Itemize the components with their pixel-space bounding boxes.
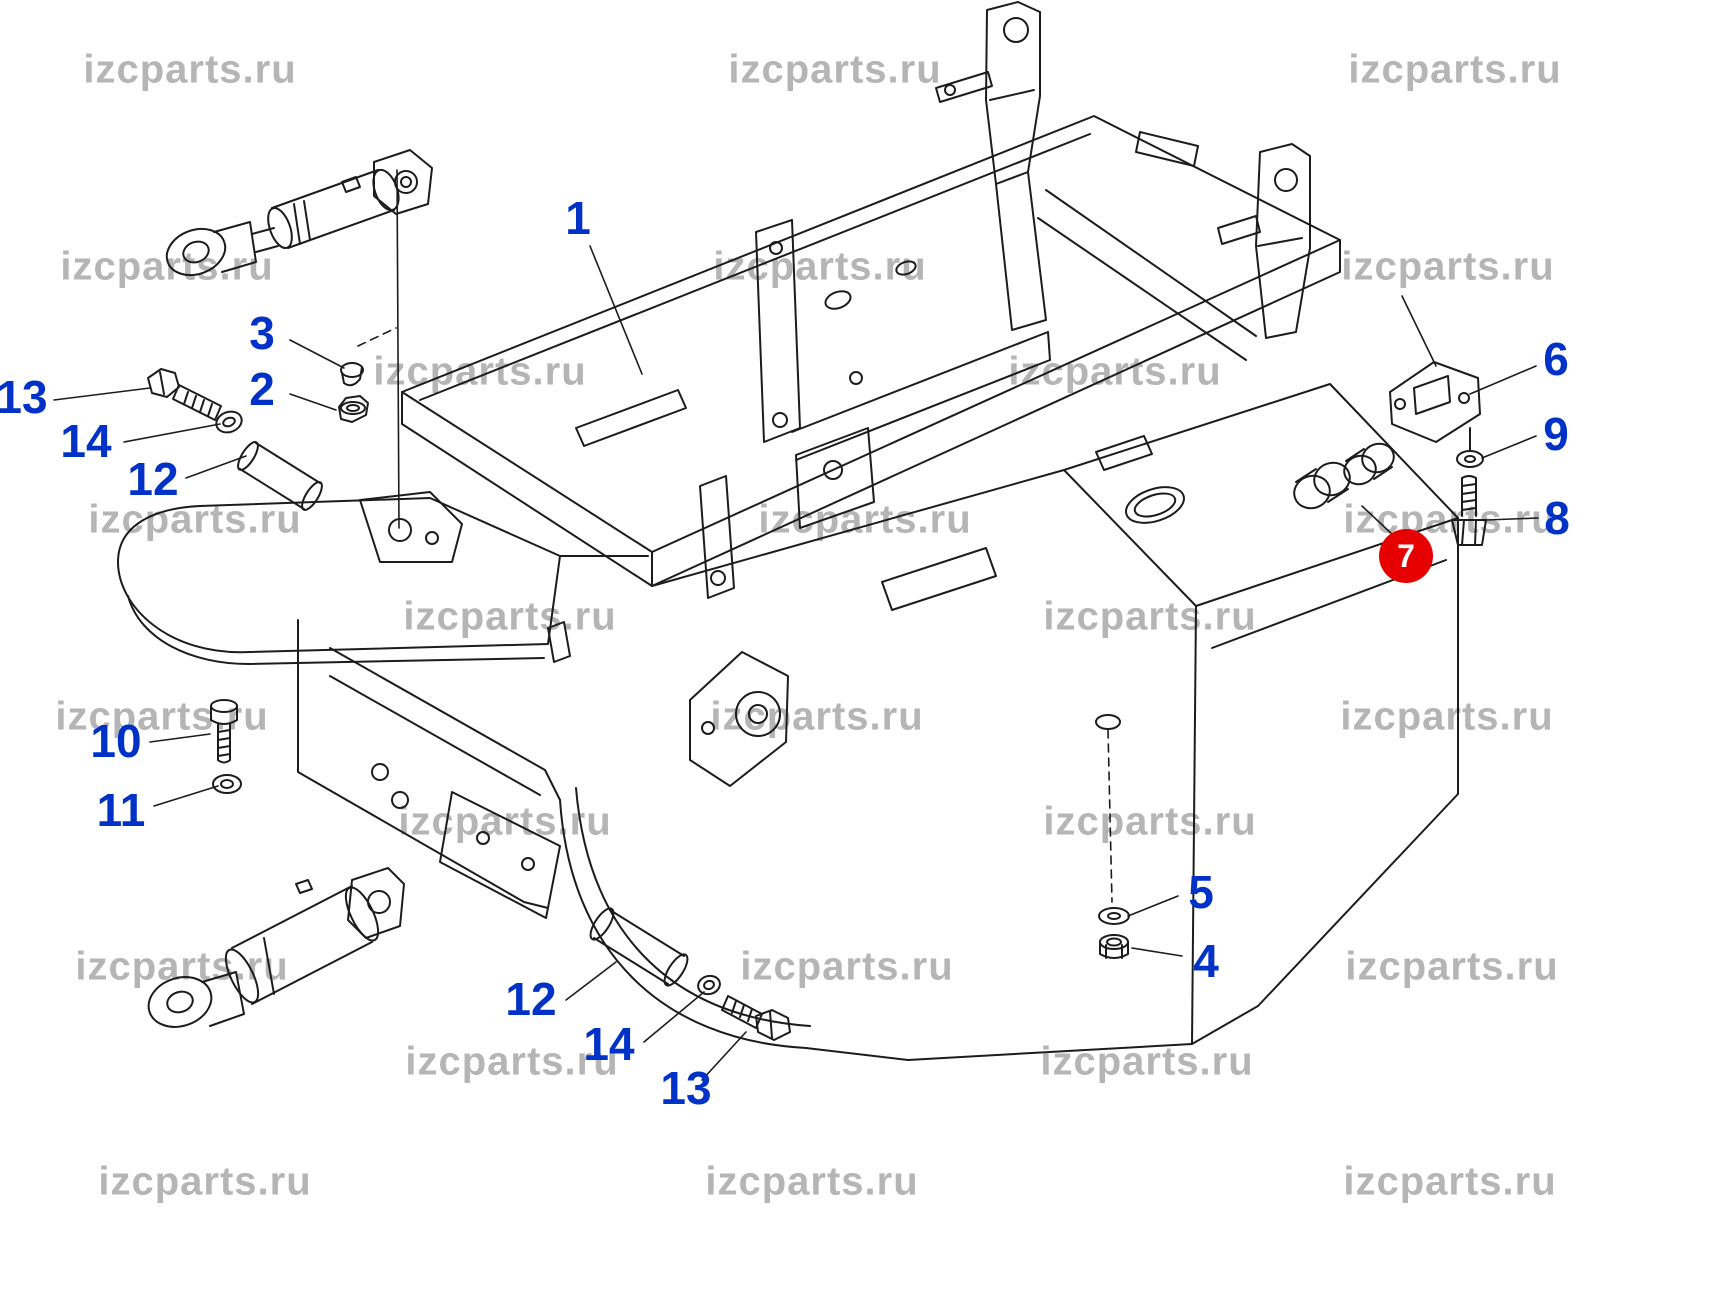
callout-10: 10	[90, 715, 142, 767]
hidden-lines	[357, 327, 1113, 903]
callout-3: 3	[249, 307, 275, 359]
washer-14-bottom	[697, 974, 721, 996]
highlighted-callout-7: 7	[1379, 529, 1433, 583]
washer-9	[1456, 450, 1484, 468]
callout-4: 4	[1193, 935, 1219, 987]
washer-5	[1098, 907, 1130, 925]
highlighted-callout-7-label: 7	[1397, 537, 1415, 574]
washer-14-top	[215, 410, 243, 434]
callout-12-bottom: 12	[505, 973, 557, 1025]
plug-3	[340, 362, 364, 387]
bolt-13-top	[147, 368, 222, 421]
callout-14-bottom: 14	[583, 1018, 635, 1070]
callout-13-top: 13	[0, 371, 48, 423]
washer-11	[212, 774, 242, 794]
watermark-text: izcparts.ru	[1343, 497, 1557, 542]
nut-2	[338, 395, 369, 423]
callout-13-bottom: 13	[660, 1062, 712, 1114]
bracket-6	[1389, 361, 1481, 451]
watermark-text: izcparts.ru	[1348, 47, 1562, 92]
watermark-text: izcparts.ru	[88, 497, 302, 542]
callout-8: 8	[1544, 492, 1570, 544]
watermark-text: izcparts.ru	[83, 47, 297, 92]
watermark-text: izcparts.ru	[713, 244, 927, 289]
hydraulic-cylinder-bottom	[147, 867, 405, 1028]
watermark-text: izcparts.ru	[705, 1159, 919, 1204]
watermark-text: izcparts.ru	[403, 594, 617, 639]
watermark-text: izcparts.ru	[75, 944, 289, 989]
bolt-13-bottom	[721, 995, 791, 1041]
bolt-8	[1451, 475, 1487, 546]
watermark-text: izcparts.ru	[1043, 594, 1257, 639]
watermark-text: izcparts.ru	[1008, 349, 1222, 394]
callout-1: 1	[565, 192, 591, 244]
mounting-pin-top	[237, 441, 323, 511]
callout-9: 9	[1543, 408, 1569, 460]
main-frame-drawing	[117, 1, 1459, 1061]
leader-lines	[53, 169, 1539, 1081]
watermark-text: izcparts.ru	[1341, 244, 1555, 289]
mounting-pin-bottom	[589, 907, 689, 987]
bolt-10	[210, 699, 238, 764]
callout-14-top: 14	[60, 415, 112, 467]
callout-11: 11	[96, 784, 146, 836]
watermark-text: izcparts.ru	[1345, 944, 1559, 989]
watermark-text: izcparts.ru	[398, 799, 612, 844]
watermark-text: izcparts.ru	[1043, 799, 1257, 844]
nut-4	[1099, 934, 1129, 959]
callout-2: 2	[249, 363, 275, 415]
hydraulic-cylinder-top	[165, 149, 433, 277]
watermark-text: izcparts.ru	[373, 349, 587, 394]
watermark-text: izcparts.ru	[740, 944, 954, 989]
watermark-text: izcparts.ru	[405, 1039, 619, 1084]
watermark-text: izcparts.ru	[728, 47, 942, 92]
watermark-text: izcparts.ru	[1340, 694, 1554, 739]
callout-12-top: 12	[127, 453, 179, 505]
callout-5: 5	[1188, 866, 1214, 918]
watermark-text: izcparts.ru	[98, 1159, 312, 1204]
watermark-text: izcparts.ru	[1343, 1159, 1557, 1204]
bushings-7	[1293, 442, 1395, 510]
callout-6: 6	[1543, 333, 1569, 385]
